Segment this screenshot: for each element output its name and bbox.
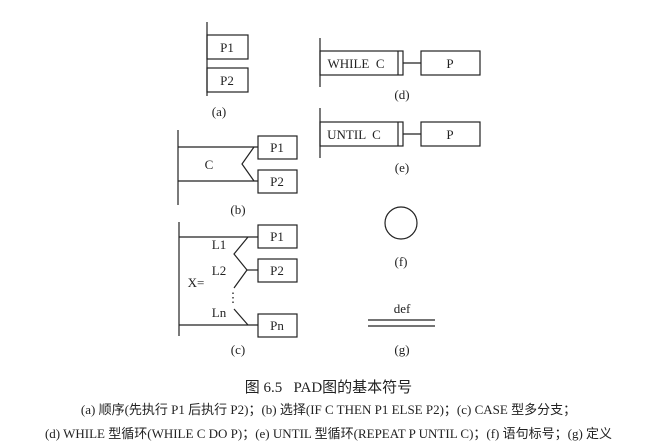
diagram-e-until: UNTIL C P (e) bbox=[319, 108, 481, 175]
label-c: (c) bbox=[231, 342, 245, 357]
diagram-b-selection: C P1 P2 (b) bbox=[177, 130, 298, 217]
p1-text: P1 bbox=[270, 229, 284, 244]
circle-icon bbox=[384, 206, 418, 240]
pn-text: Pn bbox=[270, 318, 284, 333]
figure-title: 图 6.5 PAD图的基本符号 bbox=[244, 380, 413, 396]
p1-text: P1 bbox=[270, 140, 284, 155]
pad-symbols: P1 P2 (a) C P1 P2 (b) L1 L2 Ln ⋮ X= P1 P… bbox=[177, 22, 481, 357]
diagram-g-definition: def (g) bbox=[368, 301, 435, 357]
label-e: (e) bbox=[395, 160, 409, 175]
diagram-c-case: L1 L2 Ln ⋮ X= P1 P2 Pn (c) bbox=[178, 222, 298, 357]
label-d: (d) bbox=[394, 87, 409, 102]
def-text: def bbox=[394, 301, 411, 316]
box-p2 bbox=[206, 67, 249, 93]
label-g: (g) bbox=[394, 342, 409, 357]
p2-text: P2 bbox=[220, 73, 234, 88]
p1-text: P1 bbox=[220, 40, 234, 55]
case-l1: L1 bbox=[212, 237, 226, 252]
body-box bbox=[420, 50, 481, 76]
caption-line-2: (d) WHILE 型循环(WHILE C DO P)；(e) UNTIL 型循… bbox=[44, 426, 613, 441]
condition-text: C bbox=[205, 157, 214, 172]
box-p2 bbox=[257, 169, 298, 194]
p2-text: P2 bbox=[270, 174, 284, 189]
body-text: P bbox=[446, 56, 453, 71]
caption-line-1: (a) 顺序(先执行 P1 后执行 P2)；(b) 选择(IF C THEN P… bbox=[80, 402, 577, 417]
body-text: P bbox=[446, 127, 453, 142]
case-ln: Ln bbox=[212, 305, 227, 320]
until-text: UNTIL C bbox=[327, 127, 381, 142]
p2-text: P2 bbox=[270, 263, 284, 278]
selector-text: X= bbox=[188, 275, 205, 290]
label-a: (a) bbox=[212, 104, 226, 119]
label-f: (f) bbox=[395, 254, 408, 269]
box-pn bbox=[257, 313, 298, 338]
diagram-a-sequence: P1 P2 (a) bbox=[206, 22, 249, 119]
diagram-f-label: (f) bbox=[384, 206, 418, 269]
ellipsis: ⋮ bbox=[227, 290, 240, 305]
box-p2 bbox=[257, 258, 298, 283]
while-text: WHILE C bbox=[327, 56, 384, 71]
box-p1 bbox=[257, 224, 298, 249]
diagram-d-while: WHILE C P (d) bbox=[319, 38, 481, 102]
body-box bbox=[420, 121, 481, 147]
case-l2: L2 bbox=[212, 263, 226, 278]
box-p1 bbox=[206, 34, 249, 60]
label-b: (b) bbox=[230, 202, 245, 217]
box-p1 bbox=[257, 135, 298, 160]
